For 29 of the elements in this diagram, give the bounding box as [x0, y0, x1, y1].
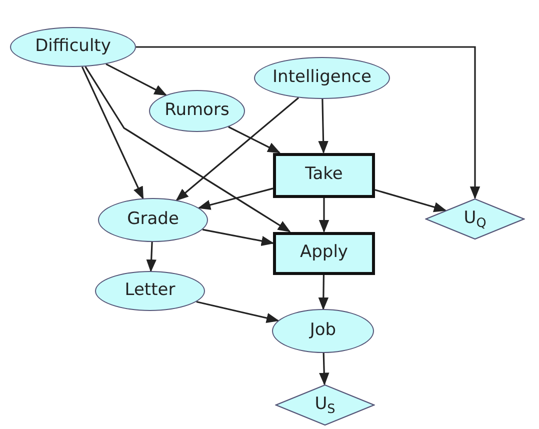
arrow — [196, 300, 280, 323]
arrow — [106, 63, 168, 96]
node-label: U$_{S}$ — [314, 394, 336, 416]
node-label: Take — [305, 164, 343, 186]
arrow — [81, 66, 144, 200]
arrow — [176, 97, 300, 201]
arrow — [318, 274, 329, 310]
chance-node-ellipse — [272, 309, 374, 353]
node-label: Apply — [300, 242, 348, 264]
arrow — [318, 198, 330, 233]
arrow — [319, 352, 330, 386]
node-label: Intelligence — [272, 67, 372, 89]
arrow — [198, 188, 274, 210]
node-label: Rumors — [164, 100, 230, 122]
decision-box — [273, 152, 375, 198]
arrow — [136, 46, 480, 200]
arrow — [228, 126, 280, 154]
node-label: Job — [310, 320, 336, 342]
node-label: Grade — [127, 209, 179, 231]
arrow — [84, 66, 291, 232]
decision-box — [273, 232, 375, 274]
node-label: U$_{Q}$ — [464, 208, 486, 230]
arrow — [146, 242, 156, 272]
node-label: Difficulty — [35, 36, 111, 58]
arrow — [318, 98, 328, 154]
arrow — [374, 189, 447, 212]
chance-node-ellipse — [98, 198, 208, 242]
node-label: Letter — [124, 280, 176, 302]
arrow — [202, 228, 274, 246]
